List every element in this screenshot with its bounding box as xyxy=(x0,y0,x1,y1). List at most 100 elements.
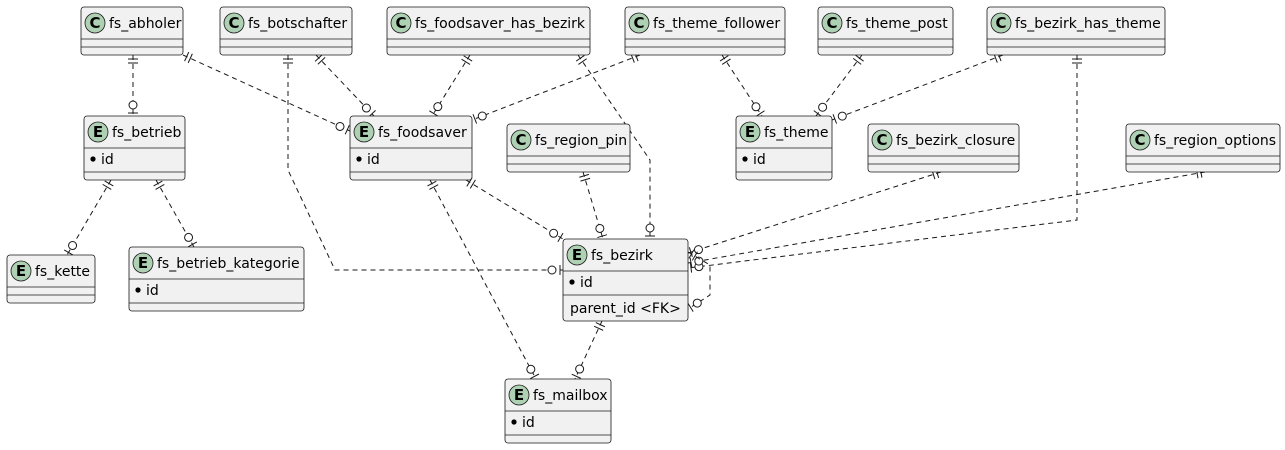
relation-fs_abholer-to-fs_betrieb xyxy=(128,55,138,116)
relation-fs_theme_follower-to-fs_foodsaver xyxy=(471,51,641,124)
relation-fs_botschafter-to-fs_bezirk xyxy=(283,55,563,275)
key-marker-icon xyxy=(135,287,141,293)
relation-line xyxy=(687,251,711,310)
relation-fs_foodsaver_has_bezirk-to-fs_bezirk xyxy=(575,54,655,239)
relation-bar-mark xyxy=(575,55,585,62)
relation-bar-mark xyxy=(832,114,838,124)
relation-bar-mark xyxy=(688,249,695,259)
relation-bar-mark xyxy=(855,54,864,62)
node-name: fs_theme_post xyxy=(846,16,948,32)
relation-bar-mark xyxy=(579,173,590,178)
relation-line xyxy=(471,54,641,121)
relation-bar-mark xyxy=(472,114,478,124)
relation-bar-mark xyxy=(184,51,190,62)
node-name: fs_betrieb xyxy=(112,125,181,141)
node-name: fs_region_pin xyxy=(535,133,627,149)
relation-bar-mark xyxy=(595,322,606,328)
relation-bar-mark xyxy=(153,180,163,187)
relation-bar-mark xyxy=(427,180,437,187)
foreign-key-attribute: parent_id <FK> xyxy=(570,301,681,317)
relation-fs_bezirk-to-fs_bezirk xyxy=(687,249,711,312)
stereotype-letter: E xyxy=(572,246,582,264)
key-marker-icon xyxy=(742,156,748,162)
relation-bar-mark xyxy=(187,53,193,64)
stereotype-letter: C xyxy=(876,131,887,149)
relation-line xyxy=(182,54,351,132)
relation-zero-mark xyxy=(526,364,536,374)
class-box xyxy=(986,6,1166,56)
relation-line xyxy=(431,54,471,117)
class-box xyxy=(219,6,353,56)
relation-bar-mark xyxy=(689,257,693,268)
relation-zero-mark xyxy=(361,103,371,113)
relation-zero-mark xyxy=(549,228,559,238)
relation-bar-mark xyxy=(461,58,471,65)
relation-bar-mark xyxy=(571,373,582,379)
key-marker-icon xyxy=(511,419,517,425)
stereotype-letter: E xyxy=(16,262,26,280)
relation-fs_region_pin-to-fs_bezirk xyxy=(579,171,608,240)
relation-fs_betrieb-to-fs_betrieb_kategorie xyxy=(153,179,198,248)
class-icon xyxy=(628,12,650,34)
entity-icon xyxy=(87,121,109,143)
relation-line xyxy=(429,179,537,380)
relation-bar-mark xyxy=(689,262,693,273)
entity-icon xyxy=(508,384,530,406)
node-name: fs_kette xyxy=(35,264,90,280)
relation-line xyxy=(574,320,603,380)
relation-bar-mark xyxy=(597,234,608,239)
relation-zero-mark xyxy=(128,100,138,110)
stereotype-letter: C xyxy=(995,14,1006,32)
relation-fs_bezirk_closure-to-fs_bezirk xyxy=(687,168,942,257)
relation-bar-mark xyxy=(155,184,165,190)
attribute: id xyxy=(522,415,535,431)
relation-line xyxy=(721,54,763,117)
relation-zero-mark xyxy=(645,223,655,233)
relation-zero-mark xyxy=(575,364,585,374)
relation-zero-mark xyxy=(477,111,487,121)
relation-fs_betrieb-to-fs_kette xyxy=(63,179,114,256)
entity-icon xyxy=(10,260,32,282)
relation-bar-mark xyxy=(104,180,114,187)
relation-fs_region_options-to-fs_bezirk xyxy=(687,167,1206,268)
relation-line xyxy=(687,55,1078,269)
relation-line xyxy=(687,171,1206,264)
stereotype-letter: E xyxy=(514,386,524,404)
relation-bar-mark xyxy=(463,55,473,62)
class-icon xyxy=(223,12,245,34)
relation-line xyxy=(831,54,1004,121)
attribute: id xyxy=(367,152,380,168)
class-icon xyxy=(510,129,532,151)
class-icon xyxy=(821,12,843,34)
relation-bar-mark xyxy=(102,183,112,190)
relation-zero-mark xyxy=(693,245,703,255)
key-marker-icon xyxy=(90,156,96,162)
relation-bar-mark xyxy=(687,302,694,312)
class-box xyxy=(506,123,631,173)
stereotype-letter: C xyxy=(395,14,406,32)
attribute: id xyxy=(146,283,159,299)
relation-bar-mark xyxy=(187,241,198,248)
node-name: fs_abholer xyxy=(109,16,182,32)
node-name: fs_theme_follower xyxy=(653,16,780,32)
class-box xyxy=(386,6,591,56)
relation-line xyxy=(577,54,651,239)
class-icon xyxy=(390,12,412,34)
relation-bar-mark xyxy=(344,124,350,135)
stereotype-letter: C xyxy=(1134,131,1145,149)
relation-bar-mark xyxy=(721,58,731,65)
relation-bar-mark xyxy=(593,325,604,331)
